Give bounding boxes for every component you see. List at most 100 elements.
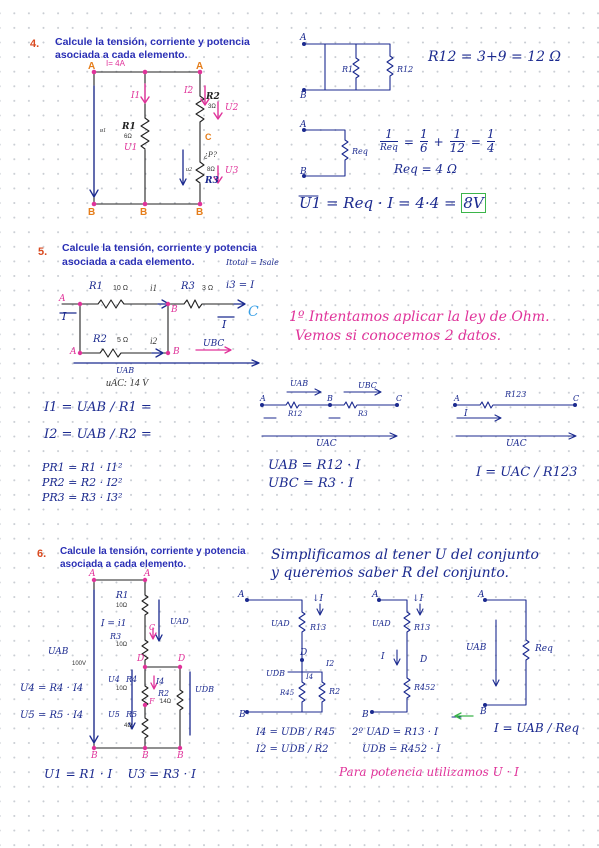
p6-s2-node-d: D [420, 655, 428, 665]
p4-r3-value: 8Ω [207, 167, 215, 173]
p5-eq-ubc: UBC = R3 · I [268, 476, 354, 491]
p5-node-b2: B [173, 347, 180, 357]
p4-number: 4. [30, 38, 40, 50]
p4-i2: I2 [184, 86, 194, 96]
p5-eq-i1: I1 = UAB / R1 = [44, 400, 152, 415]
p4-eq-r12: R12 = 3+9 = 12 Ω [428, 49, 562, 65]
frac-den: Req [380, 141, 398, 153]
p4-node-c: C [205, 132, 212, 142]
p5-s2-ubc: UBC [358, 381, 377, 390]
p5-i3-label: I [222, 318, 227, 331]
p6-s2-i-lower: I [381, 652, 385, 662]
p6-eq-i2: I2 = UDB / R2 [256, 744, 329, 755]
p4-sch-r1: R1 [342, 65, 354, 74]
p4-node-a1: A [88, 61, 96, 72]
p6-s2-i: ↓I [412, 594, 424, 604]
p4-r3-voltage: u2 [186, 167, 192, 173]
p6-voltage: 100V [72, 661, 87, 667]
p6-s2-uad: UAD [372, 619, 391, 628]
p5-ubc: UBC [203, 339, 225, 349]
p6-r2-value: 14Ω [160, 699, 172, 705]
p6-i4: I4 [156, 677, 165, 686]
p5-eq-i2: I2 = UAB / R2 = [44, 427, 152, 442]
p5-r2-value: 5 Ω [117, 337, 129, 344]
p5-r3-label: R3 [181, 281, 195, 292]
p5-r2-label: R2 [93, 334, 107, 345]
frac-den: 6 [419, 141, 428, 155]
p6-r3-value: 10Ω [116, 642, 128, 648]
p5-i1: i1 [150, 283, 158, 293]
eq-sign: = [470, 134, 481, 149]
p4-schematics [298, 43, 394, 197]
p5-eq-uab: UAB = R12 · I [268, 458, 361, 473]
p5-number: 5. [38, 246, 48, 258]
p5-r3-value: 3 Ω [202, 285, 214, 292]
p5-s2-uac: UAC [316, 439, 337, 449]
p4-u1: U1 [124, 143, 138, 153]
frac-den: 12 [449, 141, 465, 155]
p5-pink-line2: Vemos si conocemos 2 datos. [295, 328, 502, 344]
p6-r4-label: R4 [126, 675, 138, 684]
p6-uab: UAB [48, 647, 69, 657]
p4-node-b3: B [196, 207, 204, 218]
p6-node-a1: A [89, 569, 96, 579]
frac-den: 4 [486, 141, 495, 155]
p5-i2: i2 [150, 336, 158, 346]
p4-eq-req-fraction: 1 Req = 1 6 + 1 12 = 1 4 [380, 128, 495, 155]
p6-r5-label: R5 [126, 710, 138, 719]
p5-note: Itotal = Isale [226, 258, 279, 267]
p4-r1-label: R1 [122, 122, 136, 132]
p5-arrows [59, 299, 260, 367]
p5-node-c: C [248, 304, 259, 320]
p6-uad: UAD [170, 617, 189, 626]
p4-sch-node-b1: B [300, 91, 307, 101]
p6-u4: U4 [108, 675, 120, 684]
p5-r1-label: R1 [89, 281, 103, 292]
frac-num: 1 [419, 127, 428, 141]
p6-node-d2: D [178, 654, 186, 664]
p5-eq-p3: PR3 = R3 · I3² [42, 491, 123, 504]
p6-s3-node-b: B [480, 707, 487, 717]
p6-s3-uab: UAB [466, 643, 487, 653]
p6-s1-i2: I2 [326, 659, 335, 668]
p6-node-d1: D [137, 654, 145, 664]
frac-1: 1 Req [380, 128, 398, 155]
p4-question-line1: Calcule la tensión, corriente y potencia [55, 36, 250, 48]
p6-s1-r45: R45 [280, 689, 295, 697]
p5-node-a2: A [70, 347, 77, 357]
p6-eq-i: I = UAB / Req [494, 721, 580, 735]
p5-s3-node-a: A [454, 394, 460, 403]
p6-question-line2: asociada a cada elemento. [60, 559, 187, 570]
p5-schematic-mid [261, 388, 577, 440]
p5-node-a1: A [59, 294, 66, 304]
p4-r1-value: 6Ω [124, 134, 132, 140]
p4-r3-label: R3 [205, 176, 219, 186]
p6-s1-node-a: A [238, 590, 245, 600]
p6-s1-udb: UDB [266, 669, 286, 678]
p5-s2-node-b: B [327, 394, 333, 403]
p6-node-f: F [149, 697, 155, 706]
frac-num: 1 [453, 127, 462, 141]
p5-uab: UAB [116, 366, 135, 375]
p4-r2-label: R2 [206, 92, 220, 102]
p6-r1-value: 10Ω [116, 603, 128, 609]
p6-simplify-line2: y queremos saber R del conjunto. [271, 565, 509, 581]
p6-s3-node-a: A [478, 590, 485, 600]
frac-num: 1 [385, 127, 393, 141]
p4-voltage-arrows [89, 85, 187, 198]
p5-eq-p1: PR1 = R1 · I1² [42, 461, 123, 474]
p6-s2-node-b: B [362, 710, 369, 720]
frac-num: 1 [486, 127, 495, 141]
p6-question-line1: Calcule la tensión, corriente y potencia [60, 546, 246, 557]
p6-s1-r2: R2 [329, 687, 341, 696]
p4-current-arrows [140, 83, 223, 184]
p6-simplify-line1: Simplificamos al tener U del conjunto [271, 547, 539, 563]
frac-4: 1 4 [486, 127, 495, 155]
p6-node-b2: B [142, 751, 149, 761]
p5-s2-uab: UAB [290, 379, 309, 388]
p6-r4-value: 10Ω [116, 686, 128, 692]
p4-question-line2: asociada a cada elemento. [55, 49, 188, 61]
frac-2: 1 6 [419, 127, 428, 155]
p6-udb: UDB [195, 685, 215, 694]
